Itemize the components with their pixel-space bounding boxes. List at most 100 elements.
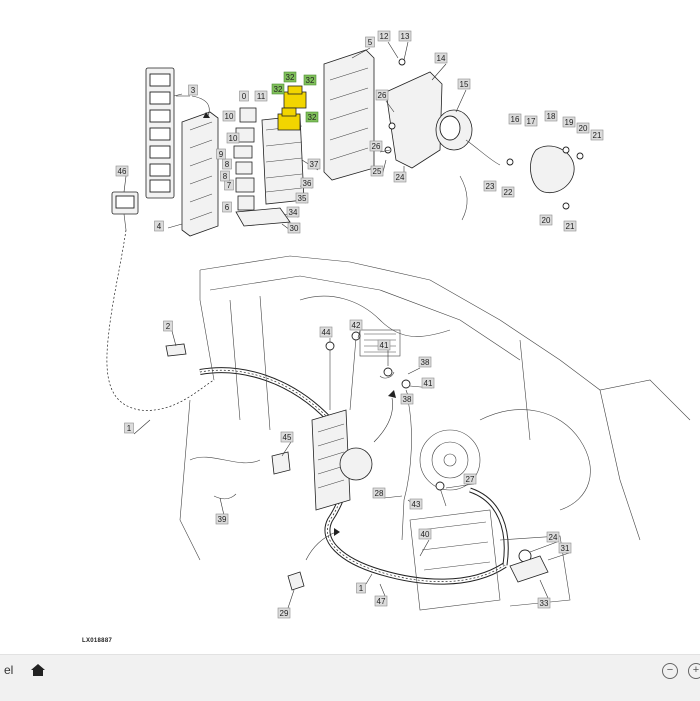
- callout-box: [226, 132, 240, 144]
- callout-box: [524, 115, 538, 127]
- callout-box: [576, 122, 590, 134]
- callout-40: 40: [418, 528, 432, 540]
- callout-box: [365, 36, 375, 48]
- callout-number: 21: [566, 222, 575, 231]
- callout-number: 22: [504, 188, 513, 197]
- callout-10: 10: [226, 132, 240, 144]
- home-icon[interactable]: [29, 661, 47, 679]
- callout-number: 46: [118, 167, 127, 176]
- callout-number: 1: [359, 584, 364, 593]
- callout-box: [295, 192, 309, 204]
- callout-23: 23: [483, 180, 497, 192]
- callout-32: 32: [271, 83, 285, 95]
- callout-box: [563, 220, 577, 232]
- callout-number: 30: [290, 224, 299, 233]
- callout-21: 21: [590, 129, 604, 141]
- callout-number: 33: [540, 599, 549, 608]
- callout-11: 11: [254, 90, 268, 102]
- callout-box: [216, 148, 226, 160]
- callout-16: 16: [508, 113, 522, 125]
- callout-box: [305, 111, 319, 123]
- callout-1: 1: [356, 582, 366, 594]
- callout-box: [303, 74, 317, 86]
- callout-33: 33: [537, 597, 551, 609]
- callout-number: 19: [565, 118, 574, 127]
- callout-26: 26: [369, 140, 383, 152]
- callout-number: 32: [274, 85, 283, 94]
- callout-box: [483, 180, 497, 192]
- callout-box: [286, 206, 300, 218]
- callout-number: 7: [227, 181, 232, 190]
- callout-28: 28: [372, 487, 386, 499]
- callout-number: 32: [306, 76, 315, 85]
- callout-22: 22: [501, 186, 515, 198]
- callout-number: 14: [437, 54, 446, 63]
- callout-number: 47: [377, 597, 386, 606]
- callout-35: 35: [295, 192, 309, 204]
- callout-8: 8: [222, 158, 232, 170]
- callout-box: [544, 110, 558, 122]
- zoom-out-button[interactable]: −: [662, 663, 678, 679]
- tractor-frame-drawing: [179, 255, 691, 611]
- callout-box: [590, 129, 604, 141]
- viewer-toolbar: el − +: [0, 654, 700, 701]
- parts-diagram: 1123456788910101101213141516171819202021…: [104, 30, 691, 619]
- callout-41: 41: [377, 339, 391, 351]
- callout-number: 4: [157, 222, 162, 231]
- callout-box: [124, 422, 134, 434]
- callout-box: [434, 52, 448, 64]
- callout-26: 26: [375, 89, 389, 101]
- callout-number: 8: [223, 172, 228, 181]
- callout-number: 20: [542, 216, 551, 225]
- callout-number: 0: [242, 92, 247, 101]
- callout-number: 16: [511, 115, 520, 124]
- callout-number: 38: [403, 395, 412, 404]
- callout-number: 18: [547, 112, 556, 121]
- callout-box: [463, 473, 477, 485]
- relay-cluster-drawing: [233, 85, 307, 227]
- home-icon-glyph: [31, 664, 46, 676]
- callout-box: [508, 113, 522, 125]
- callout-number: 38: [421, 358, 430, 367]
- callout-number: 27: [466, 475, 475, 484]
- callout-2: 2: [163, 320, 173, 332]
- callout-20: 20: [576, 122, 590, 134]
- callout-38: 38: [418, 356, 432, 368]
- callout-number: 26: [378, 91, 387, 100]
- callout-39: 39: [215, 513, 229, 525]
- callout-number: 43: [412, 500, 421, 509]
- callout-number: 24: [396, 173, 405, 182]
- callout-number: 23: [486, 182, 495, 191]
- callout-box: [356, 582, 366, 594]
- callout-number: 41: [424, 379, 433, 388]
- callout-32: 32: [305, 111, 319, 123]
- callout-box: [271, 83, 285, 95]
- callout-number: 5: [368, 38, 373, 47]
- callout-34: 34: [286, 206, 300, 218]
- callout-1: 1: [124, 422, 134, 434]
- callout-30: 30: [287, 222, 301, 234]
- callout-number: 6: [225, 203, 230, 212]
- callout-32: 32: [303, 74, 317, 86]
- callout-0: 0: [239, 90, 249, 102]
- callout-box: [546, 531, 560, 543]
- callout-box: [220, 170, 230, 182]
- callout-24: 24: [393, 171, 407, 183]
- callout-box: [370, 165, 384, 177]
- callout-45: 45: [280, 431, 294, 443]
- callout-number: 13: [401, 32, 410, 41]
- callout-number: 28: [375, 489, 384, 498]
- callout-number: 35: [298, 194, 307, 203]
- callout-number: 31: [561, 544, 570, 553]
- callout-5: 5: [365, 36, 375, 48]
- zoom-in-button[interactable]: +: [688, 663, 700, 679]
- callout-44: 44: [319, 326, 333, 338]
- callout-number: 45: [283, 433, 292, 442]
- callout-box: [377, 339, 391, 351]
- callout-box: [558, 542, 572, 554]
- callout-box: [300, 177, 314, 189]
- callout-box: [372, 487, 386, 499]
- fuse-cover-drawing: [181, 95, 219, 237]
- callout-17: 17: [524, 115, 538, 127]
- callout-number: 2: [166, 322, 171, 331]
